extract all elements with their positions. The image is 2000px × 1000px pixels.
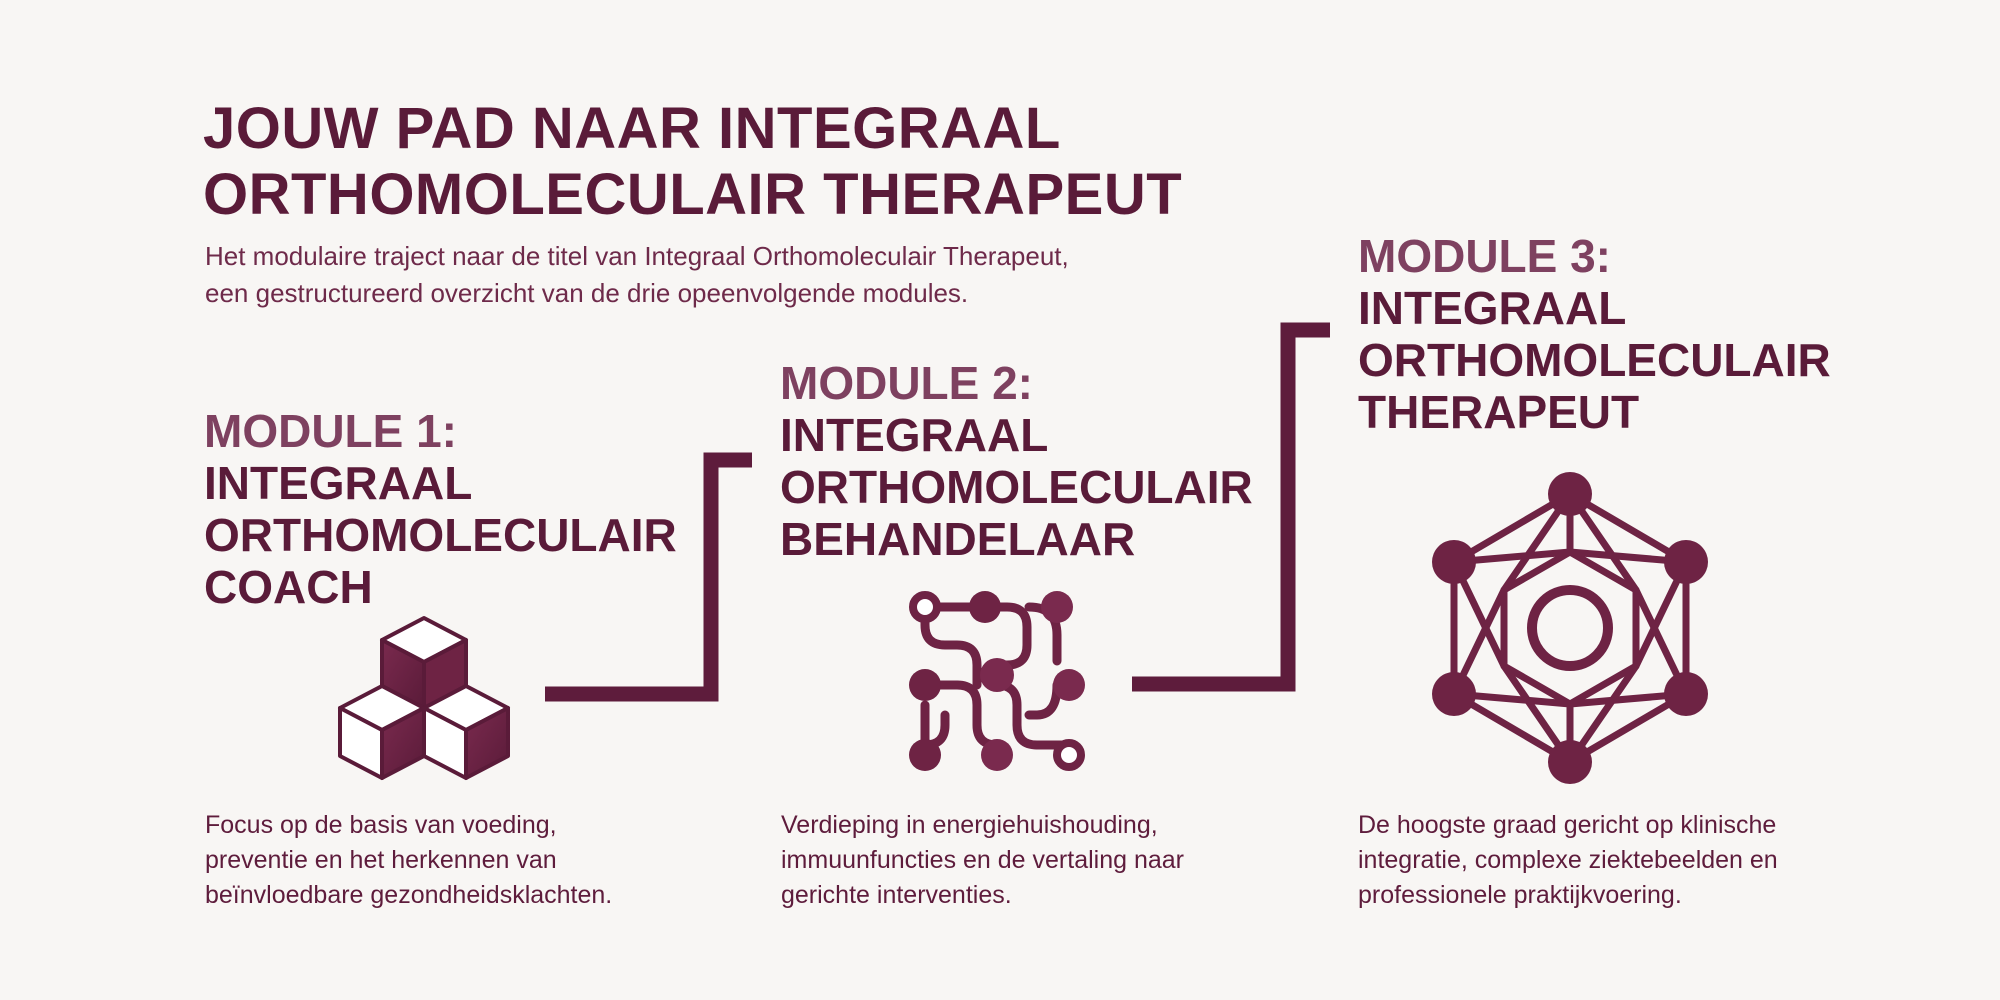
module-2-description: Verdieping in energiehuishouding, immuun… (781, 808, 1341, 913)
page-subtitle-line: een gestructureerd overzicht van de drie… (205, 278, 969, 308)
page-title-line: ORTHOMOLECULAIR THERAPEUT (203, 162, 1183, 227)
connector-step-1-2 (545, 452, 752, 702)
module-3-heading: MODULE 3: INTEGRAAL ORTHOMOLECULAIR THER… (1358, 230, 1918, 438)
module-1-description-line: Focus op de basis van voeding, (205, 811, 557, 839)
module-2-description-line: gerichte interventies. (781, 881, 1012, 909)
page-subtitle-line: Het modulaire traject naar de titel van … (205, 241, 1069, 271)
module-2-name-line: BEHANDELAAR (780, 513, 1136, 565)
module-3-name-line: ORTHOMOLECULAIR (1358, 334, 1831, 386)
module-3-name-line: THERAPEUT (1358, 386, 1640, 438)
page-title-line: JOUW PAD NAAR INTEGRAAL (203, 96, 1061, 161)
circuit-network-icon (909, 591, 1085, 771)
module-1-description-line: preventie en het herkennen van (205, 846, 557, 874)
module-2-description-line: immuunfuncties en de vertaling naar (781, 846, 1185, 874)
page-title: JOUW PAD NAAR INTEGRAAL ORTHOMOLECULAIR … (203, 96, 1303, 228)
module-1-name-line: COACH (204, 561, 373, 613)
module-1-name-line: INTEGRAAL (204, 457, 473, 509)
module-2-description-line: Verdieping in energiehuishouding, (781, 811, 1158, 839)
module-2-name-line: INTEGRAAL (780, 409, 1049, 461)
module-1-description: Focus op de basis van voeding, preventie… (205, 808, 765, 913)
module-1-name-line: ORTHOMOLECULAIR (204, 509, 677, 561)
module-2-heading: MODULE 2: INTEGRAAL ORTHOMOLECULAIR BEHA… (780, 357, 1340, 565)
module-3-description-line: integratie, complexe ziektebeelden en (1358, 846, 1778, 874)
cubes-icon (338, 616, 510, 780)
module-3-description-line: De hoogste graad gericht op klinische (1358, 811, 1777, 839)
module-2-number: MODULE 2: (780, 357, 1033, 409)
molecule-network-icon (1432, 472, 1708, 784)
page-subtitle: Het modulaire traject naar de titel van … (205, 238, 1205, 312)
module-1-description-line: beïnvloedbare gezondheidsklachten. (205, 881, 613, 909)
module-3-number: MODULE 3: (1358, 230, 1611, 282)
module-1-heading: MODULE 1: INTEGRAAL ORTHOMOLECULAIR COAC… (204, 405, 764, 613)
module-3-description: De hoogste graad gericht op klinische in… (1358, 808, 1918, 913)
module-3-description-line: professionele praktijkvoering. (1358, 881, 1682, 909)
connector-step-2-3 (1132, 322, 1330, 692)
module-1-number: MODULE 1: (204, 405, 457, 457)
module-3-name-line: INTEGRAAL (1358, 282, 1627, 334)
module-2-name-line: ORTHOMOLECULAIR (780, 461, 1253, 513)
